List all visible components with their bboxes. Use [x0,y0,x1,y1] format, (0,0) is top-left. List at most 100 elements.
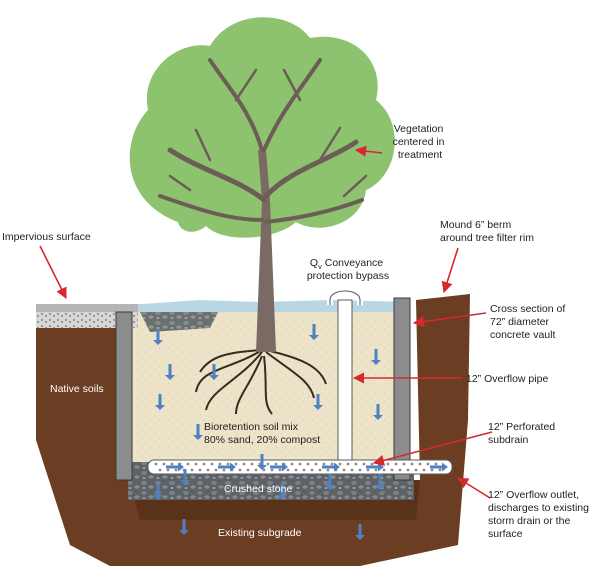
flow-arrow-icon [375,474,385,490]
flow-arrow-icon [355,524,365,540]
flow-arrow-icon [193,424,203,440]
flow-arrow-icon [165,364,175,380]
pointer-arrow-icon [457,477,491,499]
cross-section-label: Cross section of 72” diameter concrete v… [490,303,568,341]
vault-wall-right [393,297,411,481]
perforation [262,468,266,472]
perforation [194,462,198,466]
mound-label: Mound 6” berm around tree filter rim [440,219,534,244]
perforation [318,468,322,472]
perforation [394,462,398,466]
flow-arrow-icon [325,474,335,490]
impervious-gravel [36,312,138,328]
perforation [306,462,310,466]
perforation [426,462,430,466]
perforation [402,462,406,466]
perforation [166,468,170,472]
perforation [278,468,282,472]
perforation [302,468,306,472]
perforation [214,468,218,472]
flow-arrow-icon [209,364,219,380]
perforation [366,468,370,472]
flow-arrows [153,324,448,540]
perforation [430,468,434,472]
flow-arrow-icon [270,462,288,472]
perforation [266,462,270,466]
pointer-arrow-icon [354,145,383,157]
perforation [206,468,210,472]
flow-arrow-icon [179,519,189,535]
perforation [382,468,386,472]
flow-arrow-icon [257,454,267,470]
perforation [350,468,354,472]
flow-arrow-icon [155,394,165,410]
perforation [226,462,230,466]
perforation [374,468,378,472]
perforation [190,468,194,472]
perforation [410,462,414,466]
perforation [254,468,258,472]
surface-stones [140,312,218,332]
perforation [298,462,302,466]
perforation [346,462,350,466]
tree-roots [195,349,327,415]
perforation [330,462,334,466]
pointer-arrow-icon [372,431,493,466]
perforation [342,468,346,472]
perforation [398,468,402,472]
perforation [358,468,362,472]
perforation [434,462,438,466]
flow-arrow-icon [153,484,163,500]
flow-arrow-icon [153,329,163,345]
perforation [314,462,318,466]
perforation [202,462,206,466]
perforation [250,462,254,466]
overflow-pipe-label: 12” Overflow pipe [466,373,548,385]
flow-arrow-icon [313,394,323,410]
flow-arrow-icon [322,462,340,472]
perforation [294,468,298,472]
perforation [154,462,158,466]
flow-arrow-icon [430,462,448,472]
flow-arrow-icon [166,462,184,472]
perforation [246,468,250,472]
perforation [198,468,202,472]
perforated-subdrain [147,459,453,475]
flow-arrow-icon [180,469,190,485]
perforation [290,462,294,466]
perforation [274,462,278,466]
flow-arrow-icon [373,404,383,420]
perforation [310,468,314,472]
perforation [158,468,162,472]
perforation [370,462,374,466]
crushed-stone-label: Crushed stone [224,483,292,495]
perforation [338,462,342,466]
perforation [222,468,226,472]
perforation [210,462,214,466]
perforation [406,468,410,472]
impervious-slab [36,304,138,312]
soil-mix-label: Bioretention soil mix 80% sand, 20% comp… [204,421,320,446]
perforation [414,468,418,472]
overflow-outlet-label: 12” Overflow outlet, discharges to exist… [488,489,592,540]
perforation [386,462,390,466]
impervious-label: Impervious surface [2,231,91,243]
perforation [174,468,178,472]
pointer-arrow-icon [412,312,487,328]
perforation [238,468,242,472]
perforation [322,462,326,466]
perforation [354,462,358,466]
pointer-arrow-icon [39,245,67,300]
perforation [218,462,222,466]
perforation [170,462,174,466]
tree-icon [129,17,395,352]
perforation [270,468,274,472]
existing-subgrade-label: Existing subgrade [218,527,302,539]
perforation [418,462,422,466]
perforation [234,462,238,466]
perforation [186,462,190,466]
perforation [286,468,290,472]
flow-arrow-icon [371,349,381,365]
flow-arrow-icon [309,324,319,340]
